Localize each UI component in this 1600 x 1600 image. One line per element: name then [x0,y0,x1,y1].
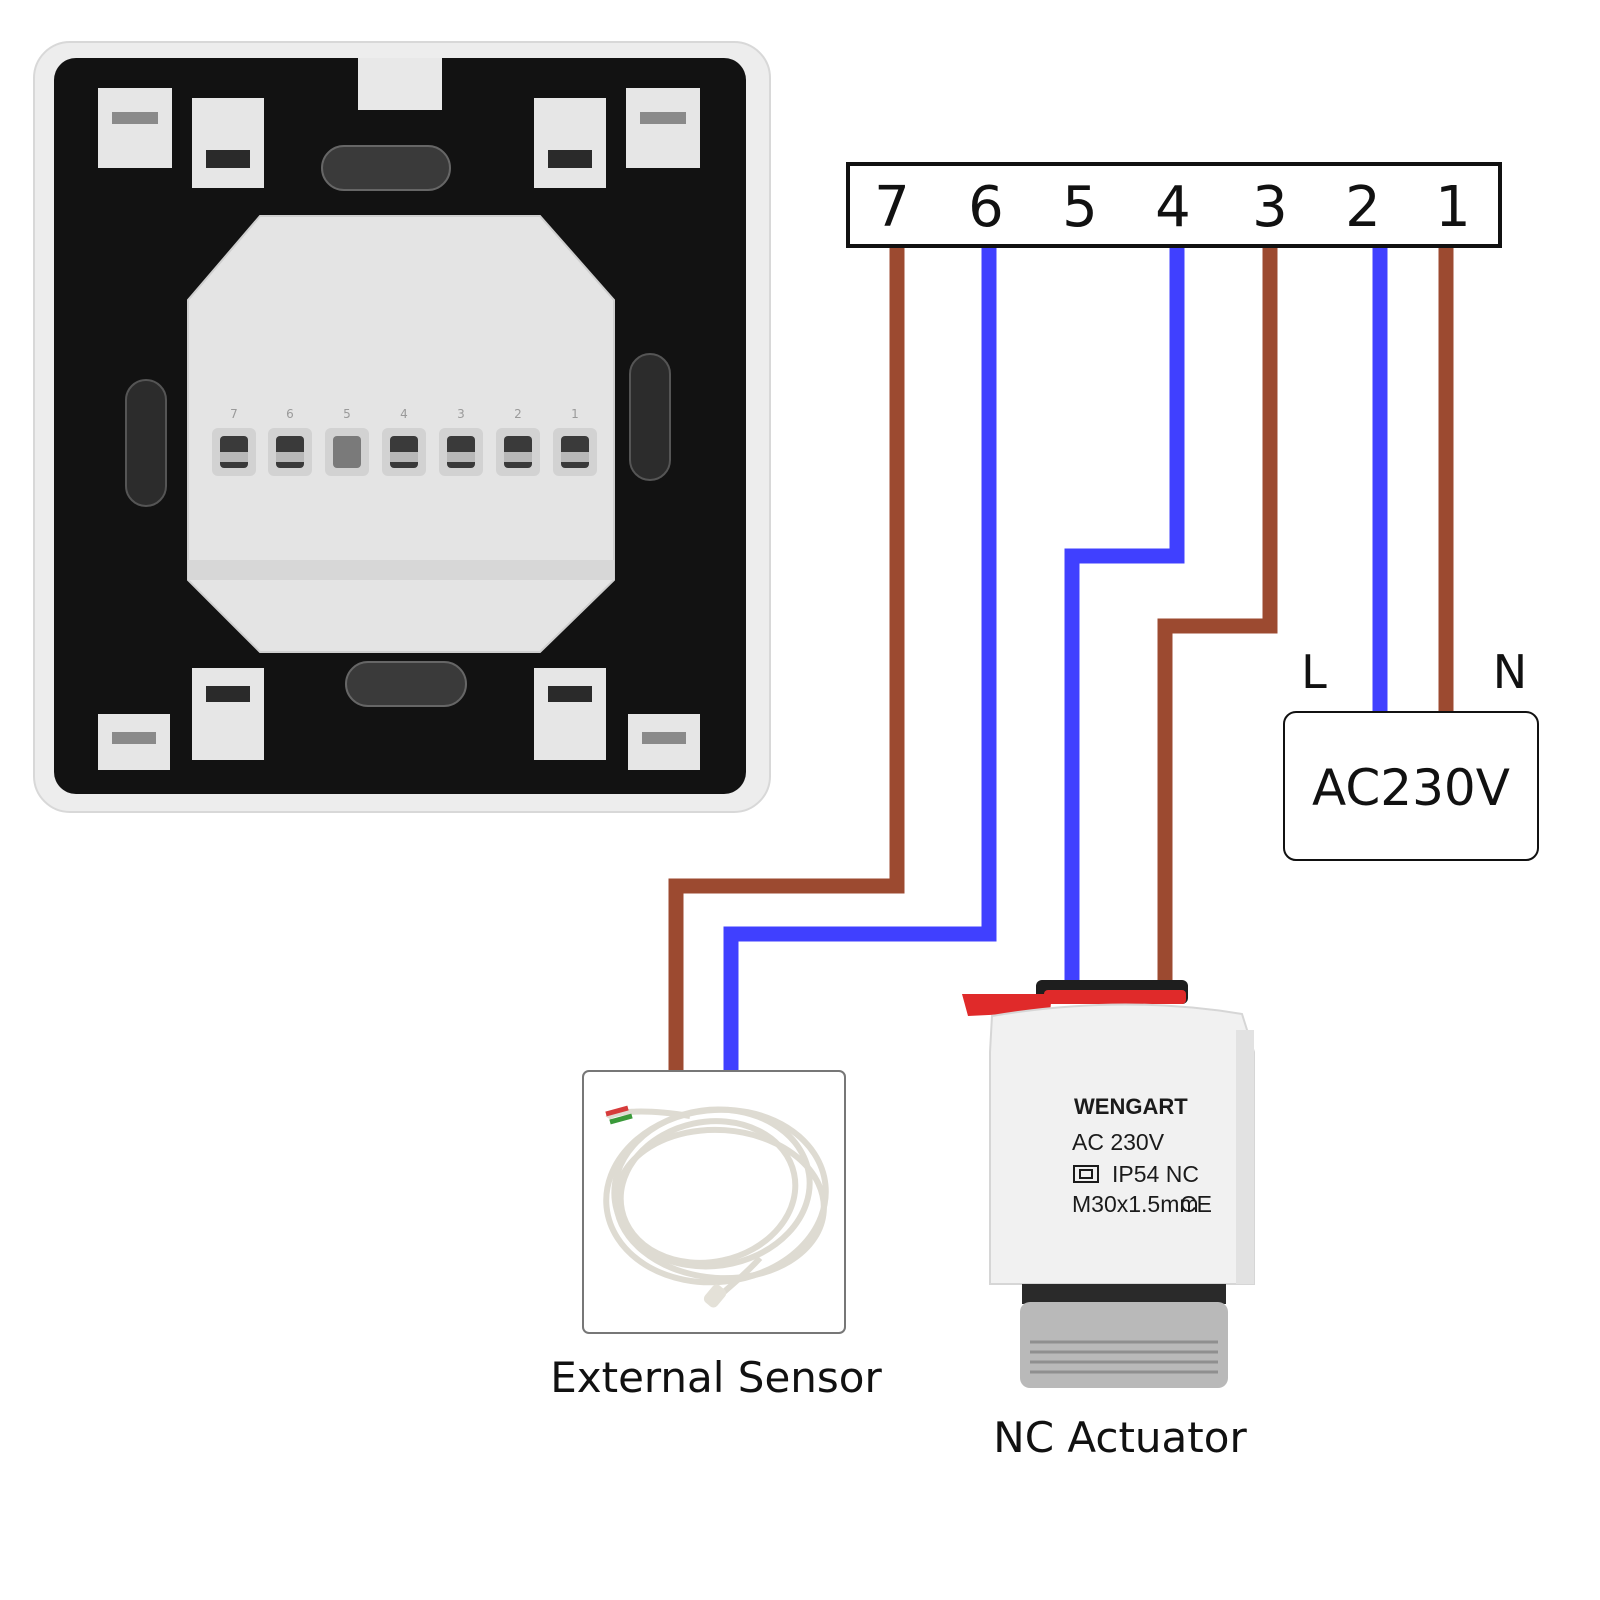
terminal-clamp [504,452,532,462]
screw-slot [321,145,451,191]
supply-box [1283,711,1539,861]
sensor-probe [703,1284,727,1308]
terminal-number-4: 4 [1155,175,1191,240]
wire-terminal-4 [1064,246,1185,985]
wire-terminal-6 [723,246,997,1071]
terminal-number-5: 5 [1062,175,1098,240]
housing-terminal-label: 4 [400,407,408,421]
terminal-number-labels: 7 6 5 4 3 2 1 [230,407,579,421]
terminal-number-7: 7 [874,175,910,240]
terminal-number-2: 2 [1345,175,1381,240]
wire-terminal-7 [668,246,905,1071]
terminal-clamp [561,452,589,462]
mounting-clip [534,98,606,188]
housing-terminal-label: 7 [230,407,238,421]
terminal-clamp [276,452,304,462]
terminal-clamp [447,452,475,462]
terminal-number-1: 1 [1435,175,1471,240]
double-insulation-icon [1073,1165,1099,1183]
wire-terminal-3 [1157,246,1278,985]
terminal-number-6: 6 [968,175,1004,240]
housing-terminal-label: 3 [457,407,465,421]
nc-actuator: WENGART AC 230V IP54 NC M30x1.5mm CE NC … [962,980,1255,1462]
mounting-clip [98,714,170,770]
supply-voltage-label: AC230V [1312,759,1510,817]
external-sensor: External Sensor [550,1070,883,1402]
thermostat-back-photo: 7 6 5 4 3 2 1 [33,41,771,813]
housing-terminal-label: 6 [286,407,294,421]
mounting-clip [628,714,700,770]
screw-terminals [212,428,597,476]
mounting-clip [534,668,606,760]
mounting-clip [98,88,172,168]
actuator-caption: NC Actuator [993,1413,1247,1462]
sensor-cable-coil [603,1106,829,1302]
ce-mark: CE [1180,1191,1212,1217]
housing-terminal-label: 5 [343,407,351,421]
wires [668,246,1454,1071]
screw-slot [125,379,167,507]
housing-terminal-label: 2 [514,407,522,421]
mounting-clip [626,88,700,168]
live-label: L [1301,645,1327,699]
sensor-caption: External Sensor [550,1353,882,1402]
terminal-clamp [390,452,418,462]
actuator-rating: IP54 NC [1112,1161,1199,1187]
terminal-number-3: 3 [1252,175,1288,240]
actuator-thread: M30x1.5mm [1072,1191,1199,1217]
housing-terminal-label: 1 [571,407,579,421]
power-supply: L N AC230V [1283,645,1539,861]
screw-slot [345,661,467,707]
neutral-label: N [1493,645,1527,699]
empty-terminal-slot [333,436,361,468]
mounting-clip [192,668,264,760]
actuator-voltage: AC 230V [1072,1129,1165,1155]
actuator-brand: WENGART [1074,1094,1188,1119]
screw-slot [629,353,671,481]
mounting-clip [192,98,264,188]
terminal-clamp [220,452,248,462]
